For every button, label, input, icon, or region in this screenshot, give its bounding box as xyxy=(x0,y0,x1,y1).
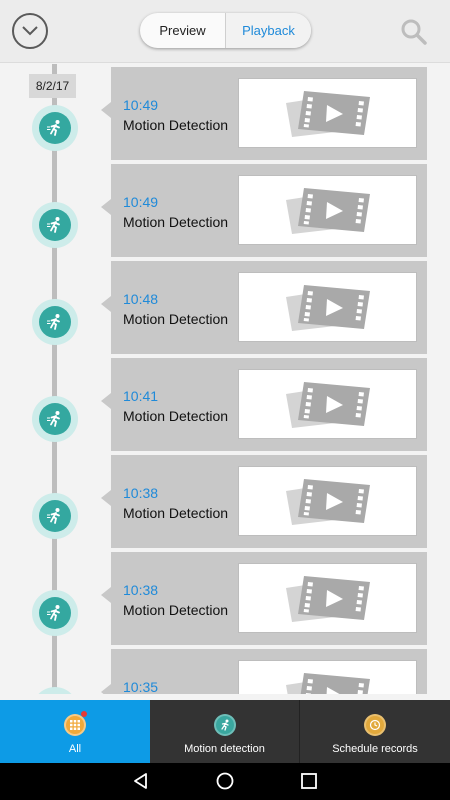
timeline-event[interactable]: 10:41 Motion Detection xyxy=(0,357,450,451)
motion-event-node xyxy=(32,590,78,636)
event-card[interactable]: 10:49 Motion Detection xyxy=(111,67,427,160)
tab-motion-detection[interactable]: Motion detection xyxy=(150,700,300,763)
home-icon[interactable] xyxy=(215,771,235,791)
tab-label: All xyxy=(68,743,82,755)
video-placeholder-icon xyxy=(285,285,370,331)
timeline-event[interactable]: 10:35 Motion Detection xyxy=(0,648,450,694)
event-card[interactable]: 10:38 Motion Detection xyxy=(111,455,427,548)
timeline-event[interactable]: 10:48 Motion Detection xyxy=(0,260,450,354)
video-placeholder-icon xyxy=(285,479,370,525)
event-type: Motion Detection xyxy=(123,602,229,618)
event-time: 10:35 xyxy=(123,679,159,694)
event-time: 10:38 xyxy=(123,485,159,501)
event-type: Motion Detection xyxy=(123,505,229,521)
clock-icon xyxy=(364,714,386,736)
running-person-icon xyxy=(39,500,71,532)
motion-event-node xyxy=(32,299,78,345)
card-pointer xyxy=(101,684,111,694)
motion-event-node xyxy=(32,687,78,694)
motion-event-node xyxy=(32,493,78,539)
event-card[interactable]: 10:35 Motion Detection xyxy=(111,649,427,694)
video-placeholder-icon xyxy=(285,576,370,622)
recents-icon[interactable] xyxy=(299,771,319,791)
tab-preview[interactable]: Preview xyxy=(140,13,226,48)
video-thumbnail[interactable] xyxy=(238,660,417,694)
event-card[interactable]: 10:48 Motion Detection xyxy=(111,261,427,354)
chevron-down-icon xyxy=(22,26,38,36)
motion-event-node xyxy=(32,105,78,151)
system-nav-bar xyxy=(0,763,450,800)
event-time: 10:49 xyxy=(123,97,159,113)
notification-dot xyxy=(81,711,87,717)
motion-event-node xyxy=(32,396,78,442)
event-time: 10:41 xyxy=(123,388,159,404)
timeline-event[interactable]: 10:49 Motion Detection xyxy=(0,163,450,257)
video-thumbnail[interactable] xyxy=(238,272,417,342)
mode-segmented-control: Preview Playback xyxy=(140,13,311,48)
search-icon xyxy=(401,19,427,45)
video-placeholder-icon xyxy=(285,91,370,137)
event-type: Motion Detection xyxy=(123,408,229,424)
tab-schedule-records[interactable]: Schedule records xyxy=(300,700,450,763)
video-placeholder-icon xyxy=(285,188,370,234)
top-bar: Preview Playback xyxy=(0,0,450,63)
card-pointer xyxy=(101,102,111,118)
running-person-icon xyxy=(39,209,71,241)
grid-icon xyxy=(64,714,86,736)
video-thumbnail[interactable] xyxy=(238,78,417,148)
tab-label: Schedule records xyxy=(332,743,418,755)
tab-all[interactable]: All xyxy=(0,700,150,763)
card-pointer xyxy=(101,393,111,409)
video-thumbnail[interactable] xyxy=(238,563,417,633)
video-thumbnail[interactable] xyxy=(238,175,417,245)
event-type: Motion Detection xyxy=(123,214,229,230)
tab-playback[interactable]: Playback xyxy=(226,13,311,48)
running-person-icon xyxy=(213,714,236,736)
timeline-event[interactable]: 10:49 Motion Detection xyxy=(0,66,450,160)
event-card[interactable]: 10:41 Motion Detection xyxy=(111,358,427,451)
event-time: 10:48 xyxy=(123,291,159,307)
event-time: 10:38 xyxy=(123,582,159,598)
card-pointer xyxy=(101,296,111,312)
video-thumbnail[interactable] xyxy=(238,466,417,536)
video-placeholder-icon xyxy=(285,382,370,428)
event-type: Motion Detection xyxy=(123,117,229,133)
search-button[interactable] xyxy=(400,18,428,46)
recording-timeline[interactable]: 8/2/17 10:49 Motion Detection xyxy=(0,64,450,694)
running-person-icon xyxy=(39,112,71,144)
running-person-icon xyxy=(39,597,71,629)
running-person-icon xyxy=(39,403,71,435)
timeline-line xyxy=(52,64,57,694)
running-person-icon xyxy=(39,306,71,338)
date-badge: 8/2/17 xyxy=(29,74,76,98)
card-pointer xyxy=(101,199,111,215)
filter-tab-bar: All Motion detection Schedule records xyxy=(0,700,450,763)
event-card[interactable]: 10:49 Motion Detection xyxy=(111,164,427,257)
motion-event-node xyxy=(32,202,78,248)
event-time: 10:49 xyxy=(123,194,159,210)
event-card[interactable]: 10:38 Motion Detection xyxy=(111,552,427,645)
video-placeholder-icon xyxy=(285,673,370,694)
card-pointer xyxy=(101,490,111,506)
back-icon[interactable] xyxy=(131,771,151,791)
timeline-event[interactable]: 10:38 Motion Detection xyxy=(0,454,450,548)
collapse-button[interactable] xyxy=(12,13,48,49)
tab-label: Motion detection xyxy=(184,743,265,755)
timeline-event[interactable]: 10:38 Motion Detection xyxy=(0,551,450,645)
card-pointer xyxy=(101,587,111,603)
event-type: Motion Detection xyxy=(123,311,229,327)
video-thumbnail[interactable] xyxy=(238,369,417,439)
